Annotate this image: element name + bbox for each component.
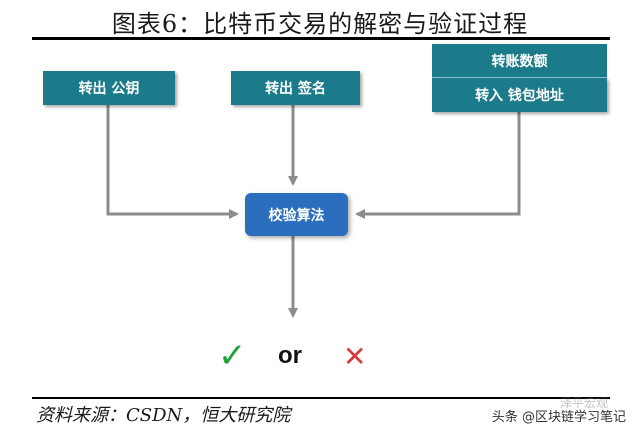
watermark: 泽平宏观 头条 @区块链学习笔记 (491, 396, 626, 425)
faded-watermark: 泽平宏观 (559, 396, 608, 410)
transfer-signature-label: 转出 签名 (265, 81, 326, 97)
verification-algorithm-box: 校验算法 (245, 193, 348, 236)
transfer-public-key-box: 转出 公钥 (43, 71, 175, 105)
figure-title: 图表6：比特币交易的解密与验证过程 (111, 10, 529, 38)
checkmark-icon: ✓ (218, 336, 247, 376)
receive-wallet-address-label: 转入 钱包地址 (475, 88, 564, 104)
transfer-public-key-label: 转出 公钥 (78, 81, 140, 97)
top-rule (32, 37, 610, 40)
transfer-signature-box: 转出 签名 (231, 71, 360, 105)
transfer-amount-label: 转账数额 (491, 53, 548, 70)
transfer-amount-box: 转账数额 (432, 44, 607, 78)
cross-icon: ✕ (343, 339, 367, 373)
connector-public-key (106, 105, 239, 219)
verification-algorithm-label: 校验算法 (268, 207, 325, 224)
connector-amount-address (355, 112, 521, 219)
or-text: or (278, 342, 302, 369)
receive-wallet-address-box: 转入 钱包地址 (432, 78, 607, 112)
watermark-text: 头条 @区块链学习笔记 (491, 410, 626, 425)
source-note: 资料来源：CSDN，恒大研究院 (36, 405, 291, 426)
bottom-rule (32, 397, 610, 399)
